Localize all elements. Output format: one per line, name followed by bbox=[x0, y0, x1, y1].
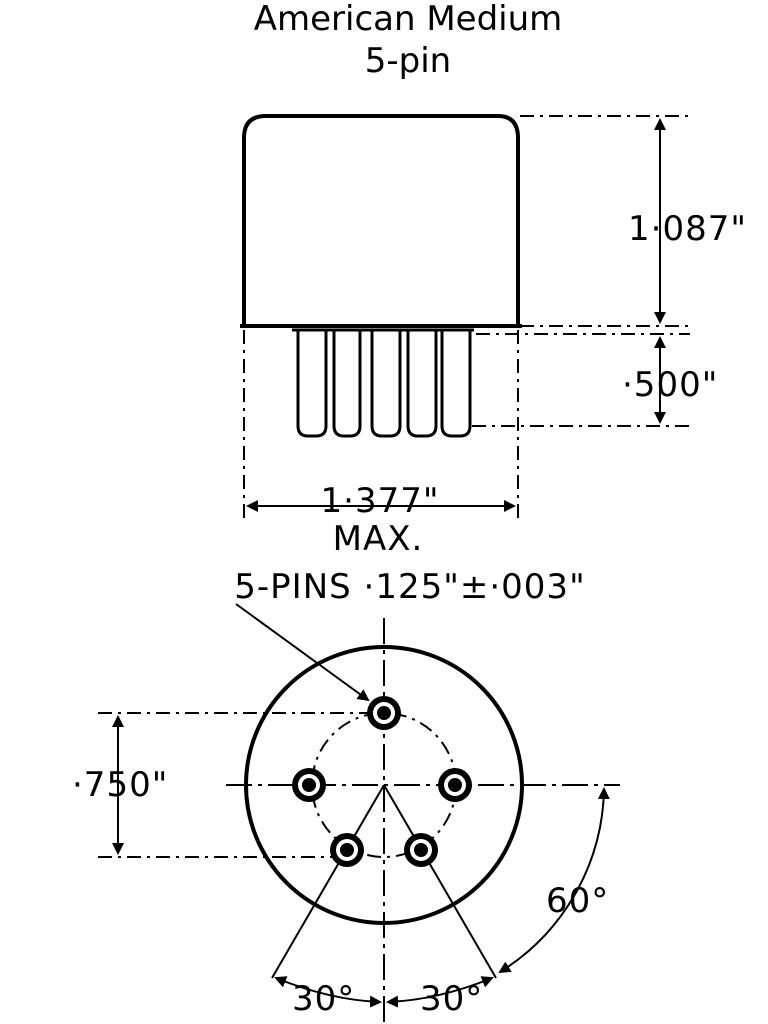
pin-lower-left bbox=[330, 833, 364, 867]
pin-specification-label: 5-PINS ·125"±·003" bbox=[234, 567, 585, 607]
pin-top bbox=[367, 696, 401, 730]
dimension-width: 1·377" bbox=[321, 481, 440, 521]
dimension-pin-circle: ·750" bbox=[72, 765, 168, 805]
tube-body bbox=[242, 114, 520, 328]
dimension-angle-30-right: 30° bbox=[420, 979, 483, 1019]
side-view bbox=[240, 114, 690, 518]
pins-bottom bbox=[292, 696, 472, 867]
dimension-width-note: MAX. bbox=[333, 519, 424, 559]
dimension-body-height: 1·087" bbox=[628, 209, 747, 249]
pin-leader bbox=[235, 603, 370, 702]
dimension-angle-30-left: 30° bbox=[292, 979, 355, 1019]
pin-right bbox=[438, 768, 472, 802]
pins-side bbox=[292, 328, 474, 438]
title-line-1: American Medium bbox=[254, 0, 563, 39]
dimension-angle-60: 60° bbox=[546, 881, 609, 921]
title-line-2: 5-pin bbox=[365, 41, 451, 81]
pin-lower-right bbox=[404, 833, 438, 867]
dimension-pin-length: ·500" bbox=[622, 365, 718, 405]
bottom-view bbox=[98, 603, 620, 1022]
pin-left bbox=[292, 768, 326, 802]
